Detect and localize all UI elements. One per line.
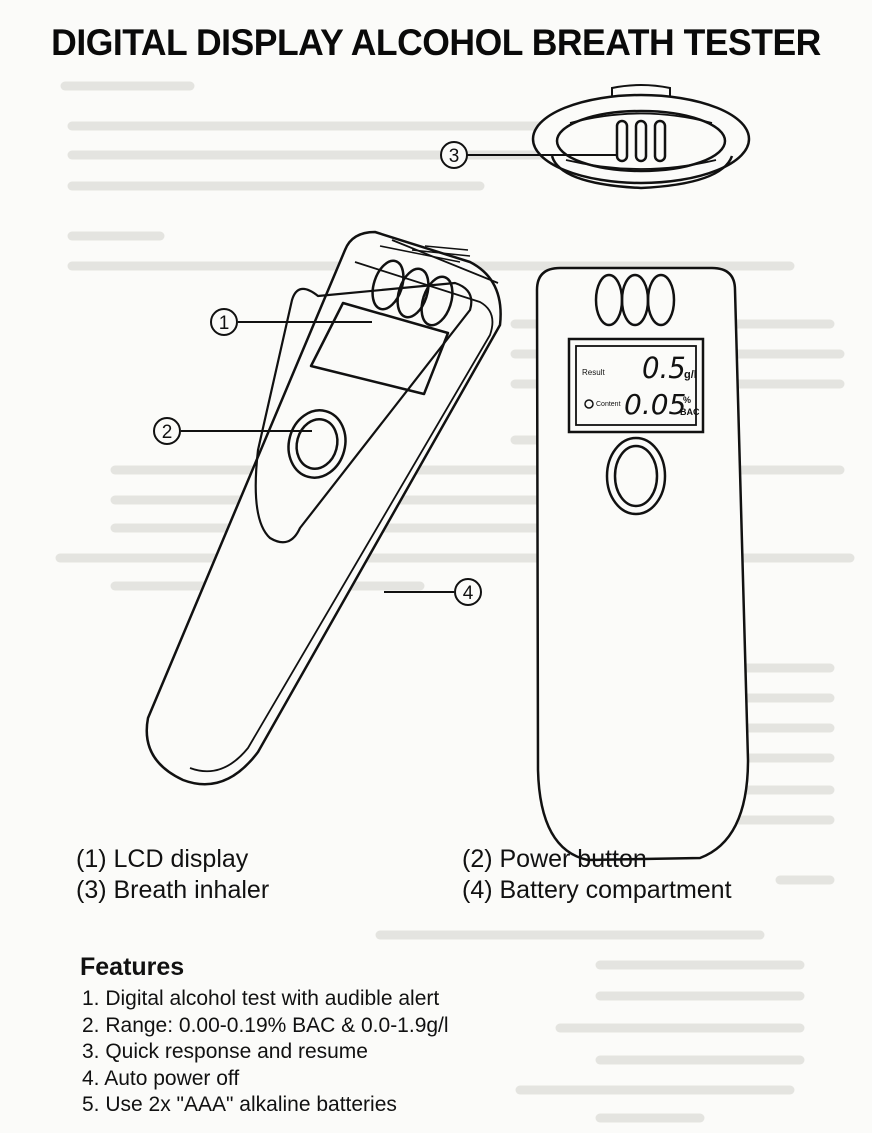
- lcd-content-unit-bac: BAC: [680, 407, 700, 417]
- legend-breath-inhaler: (3) Breath inhaler: [76, 876, 270, 904]
- svg-text:2: 2: [162, 422, 173, 443]
- callout-badge-3: 3: [440, 141, 468, 169]
- lcd-result-value: 0.5: [642, 351, 686, 385]
- svg-text:4: 4: [463, 583, 474, 604]
- feature-item: 5. Use 2x "AAA" alkaline batteries: [82, 1093, 397, 1116]
- lcd-content-unit-pct: %: [683, 395, 691, 405]
- feature-item: 3. Quick response and resume: [82, 1040, 368, 1063]
- feature-item: 4. Auto power off: [82, 1066, 240, 1090]
- legend-power-button: (2) Power button: [462, 845, 647, 873]
- angled-view-device: [145, 230, 502, 786]
- lcd-content-indicator-icon: [584, 399, 594, 409]
- callout-badge-4: 4: [454, 578, 482, 606]
- callout-badge-2: 2: [153, 417, 181, 445]
- lcd-content-label: Content: [596, 401, 621, 408]
- legend-lcd-display: (1) LCD display: [76, 845, 249, 873]
- lcd-content-value: 0.05: [624, 388, 686, 421]
- top-view-inhaler-slots: [615, 119, 667, 163]
- svg-text:3: 3: [449, 146, 460, 167]
- lcd-result-label: Result: [582, 368, 605, 377]
- page-title: DIGITAL DISPLAY ALCOHOL BREATH TESTER: [51, 22, 821, 63]
- top-view-device: [531, 84, 751, 190]
- feature-item: 2. Range: 0.00-0.19% BAC & 0.0-1.9g/l: [82, 1013, 449, 1037]
- features-heading: Features: [80, 953, 185, 981]
- lcd-screen: Result 0.5 g/l Content 0.05 % BAC: [567, 337, 705, 434]
- svg-text:1: 1: [219, 313, 230, 334]
- legend-battery-compartment: (4) Battery compartment: [462, 876, 732, 904]
- lcd-result-unit: g/l: [684, 369, 697, 381]
- feature-item: 1. Digital alcohol test with audible ale…: [82, 987, 440, 1010]
- features-list: 1. Digital alcohol test with audible ale…: [82, 986, 449, 1119]
- callout-badge-1: 1: [210, 308, 238, 336]
- callout-leaders: [181, 154, 617, 593]
